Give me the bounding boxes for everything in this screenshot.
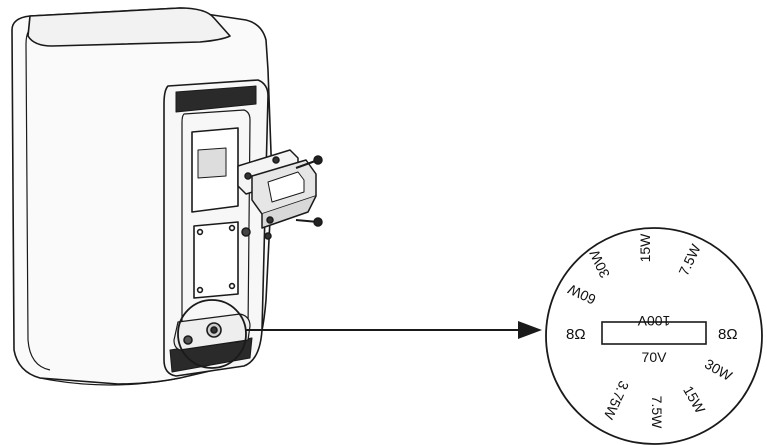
impedance-right: 8Ω <box>718 326 738 343</box>
speaker-cabinet-icon <box>11 7 273 386</box>
impedance-left: 8Ω <box>566 326 586 343</box>
detail-callout-circle <box>177 299 247 369</box>
arrow-right-icon <box>246 321 542 339</box>
tap-selector-dial: 30W 15W 7.5W 60W 8Ω 8Ω 100V 70V 30W 15W … <box>545 227 763 445</box>
tap-15w-top: 15W <box>637 233 653 263</box>
voltage-100v: 100V <box>637 313 670 329</box>
voltage-selector-window <box>601 321 707 345</box>
tap-7-5w-bottom: 7.5W <box>649 396 665 429</box>
wall-bracket-icon <box>237 149 323 240</box>
voltage-70v: 70V <box>642 349 668 365</box>
